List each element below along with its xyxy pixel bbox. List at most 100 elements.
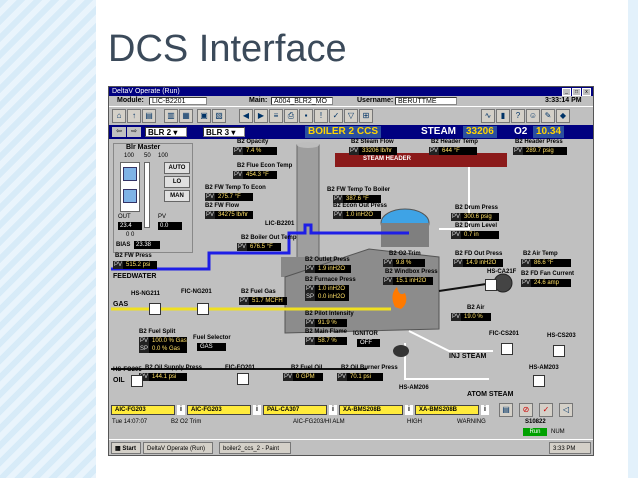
hs-cs203-tag[interactable]: HS-CS203: [547, 333, 576, 339]
alarm-slot[interactable]: AIC-FG203: [187, 405, 251, 415]
minimize-button[interactable]: _: [562, 88, 571, 96]
fic-fo201-tag[interactable]: FIC-FO201: [225, 365, 256, 371]
fic-ng201-tag[interactable]: FIC-NG201: [181, 289, 212, 295]
filter-icon[interactable]: ▽: [344, 109, 358, 123]
silence-icon[interactable]: ⊘: [519, 403, 533, 417]
forward-icon[interactable]: ▶: [254, 109, 268, 123]
taskbar-item-deltav[interactable]: DeltaV Operate (Run): [143, 442, 213, 454]
acknowledge-alarm-icon[interactable]: ✓: [539, 403, 553, 417]
print-icon[interactable]: ⎙: [284, 109, 298, 123]
auto-button[interactable]: AUTO: [164, 162, 190, 174]
alarm-list-icon[interactable]: ▤: [499, 403, 513, 417]
valve-icon[interactable]: [501, 343, 513, 355]
next-display-icon[interactable]: ⇨: [127, 127, 141, 137]
user-icon[interactable]: ☺: [526, 109, 540, 123]
valve-icon[interactable]: [533, 375, 545, 387]
lo-button[interactable]: LO: [164, 176, 190, 188]
hs-am203-tag[interactable]: HS-AM203: [529, 365, 559, 371]
help-icon[interactable]: ?: [511, 109, 525, 123]
valve-icon[interactable]: [197, 303, 209, 315]
fuel-selector-value[interactable]: GAS: [197, 343, 226, 351]
previous-display-icon[interactable]: ⇦: [112, 127, 126, 137]
chart-icon[interactable]: ▦: [179, 109, 193, 123]
man-button[interactable]: MAN: [164, 190, 190, 202]
area-selector-2[interactable]: BLR 3 ▾: [203, 127, 245, 137]
module-field[interactable]: LIC-B2201: [149, 97, 207, 105]
home-icon[interactable]: ⌂: [112, 109, 126, 123]
area-selector-1[interactable]: BLR 2 ▾: [145, 127, 187, 137]
display-icon[interactable]: ▥: [164, 109, 178, 123]
valve-icon[interactable]: [149, 303, 161, 315]
fic-cs201-tag[interactable]: FIC-CS201: [489, 331, 520, 337]
list-icon[interactable]: ≡: [269, 109, 283, 123]
info-icon[interactable]: i: [329, 405, 337, 415]
alarm-slot[interactable]: PAL-CA307: [263, 405, 327, 415]
info-icon[interactable]: i: [405, 405, 413, 415]
bias-value[interactable]: 23.38: [134, 241, 160, 249]
detail-icon[interactable]: ▧: [212, 109, 226, 123]
main-field[interactable]: A004_BLR2_MO: [271, 97, 333, 105]
report-icon[interactable]: ▤: [142, 109, 156, 123]
close-button[interactable]: x: [582, 88, 591, 96]
alarm-icon[interactable]: !: [314, 109, 328, 123]
maximize-button[interactable]: □: [572, 88, 581, 96]
horn-icon[interactable]: ◁: [559, 403, 573, 417]
hs-ca21f-tag[interactable]: HS-CA21F: [487, 269, 517, 275]
lower-button[interactable]: [123, 189, 137, 203]
valve-icon[interactable]: [485, 279, 497, 291]
faceplate-icon[interactable]: ▣: [197, 109, 211, 123]
trend-icon[interactable]: ∿: [481, 109, 495, 123]
hs-am206-tag[interactable]: HS-AM206: [399, 385, 429, 391]
exit-icon[interactable]: ◆: [556, 109, 570, 123]
alarm-slot[interactable]: AIC-FG203: [111, 405, 175, 415]
hs-ng211-tag[interactable]: HS-NG211: [131, 291, 161, 297]
taskbar-item-paint[interactable]: boiler2_ccs_2 - Paint: [219, 442, 291, 454]
start-button[interactable]: ▦ Start: [111, 442, 141, 454]
hs-fo205-tag[interactable]: HS-FO205: [113, 367, 142, 373]
acknowledge-icon[interactable]: ✓: [329, 109, 343, 123]
info-icon[interactable]: i: [177, 405, 185, 415]
save-icon[interactable]: ▪: [299, 109, 313, 123]
alarm-slot[interactable]: XA-BMS208B: [339, 405, 403, 415]
lic-tag[interactable]: LIC-B2201: [265, 221, 295, 227]
tools-icon[interactable]: ✎: [541, 109, 555, 123]
back-icon[interactable]: ◀: [239, 109, 253, 123]
info-icon[interactable]: i: [253, 405, 261, 415]
valve-icon[interactable]: [553, 345, 565, 357]
raise-button[interactable]: [123, 167, 137, 181]
valve-icon[interactable]: [237, 373, 249, 385]
book-icon[interactable]: ▮: [496, 109, 510, 123]
up-arrow-icon[interactable]: ↑: [127, 109, 141, 123]
valve-icon[interactable]: [131, 375, 143, 387]
info-icon[interactable]: i: [481, 405, 489, 415]
